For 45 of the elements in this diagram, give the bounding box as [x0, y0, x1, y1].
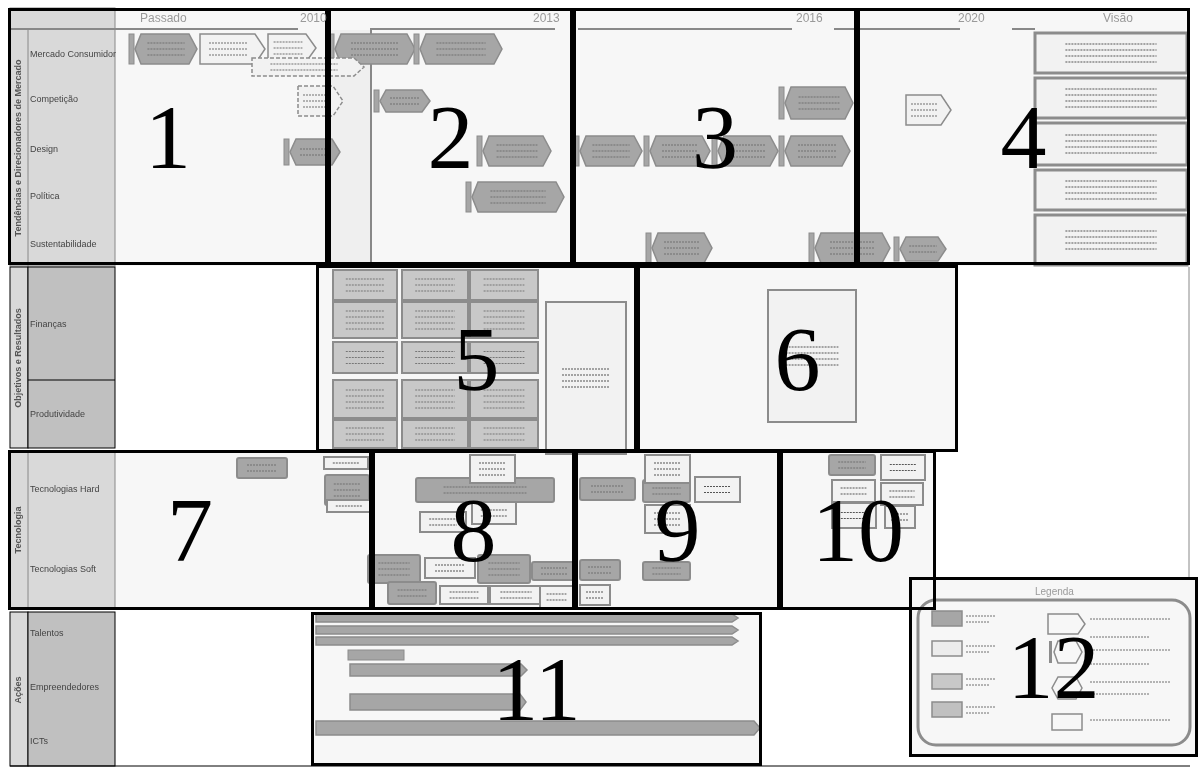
group-label: Tecnologia: [14, 506, 24, 554]
region-frame: [573, 8, 857, 265]
row-label: Finanças: [30, 320, 67, 330]
timeline-label: 2016: [796, 12, 823, 26]
region-number: 6: [774, 312, 821, 405]
group-label: Ações: [14, 676, 24, 704]
row-label: Tecnologias Hard: [30, 485, 100, 495]
timeline-label: 2020: [958, 12, 985, 26]
region-number: 10: [812, 484, 904, 576]
region-number: 5: [453, 312, 500, 405]
region-number: 12: [1007, 621, 1100, 713]
row-label: Política: [30, 192, 60, 202]
row-label: Design: [30, 145, 58, 155]
region-number: 11: [492, 643, 581, 735]
region-frame: [372, 450, 575, 610]
row-label: Empreendedores: [30, 683, 100, 693]
timeline-label: Visão: [1103, 12, 1133, 26]
region-number: 1: [145, 90, 191, 183]
region-number: 4: [1000, 90, 1047, 183]
row-label: ICTs: [30, 737, 48, 747]
region-number: 8: [450, 484, 497, 576]
row-label: Produtividade: [30, 410, 86, 420]
region-frame: [575, 450, 780, 610]
row-label: Competição: [30, 95, 79, 105]
legend-title: Legenda: [1035, 585, 1074, 597]
row-label: Tecnologias Soft: [30, 565, 97, 575]
region-frame: [780, 450, 936, 610]
region-frame: [8, 450, 372, 610]
region-frame: [857, 8, 1190, 265]
group-label: Objetivos e Resultados: [14, 308, 24, 408]
region-frame: [311, 612, 762, 766]
region-frame: [328, 8, 573, 265]
region-frame: [637, 265, 958, 452]
row-label: Mercado Consumidor: [30, 50, 117, 60]
row-label: Sustentabilidade: [30, 240, 97, 250]
region-frame: [316, 265, 637, 452]
group-label: Tendências e Direcionadores de Mercado: [14, 59, 24, 237]
region-number: 7: [167, 484, 213, 576]
region-number: 9: [654, 484, 701, 576]
row-label: Talentos: [30, 629, 64, 639]
region-number: 3: [692, 90, 738, 183]
timeline-label: 2013: [533, 12, 560, 26]
timeline-label: Passado: [140, 12, 187, 26]
region-frame: [8, 8, 328, 265]
region-number: 2: [427, 90, 474, 183]
